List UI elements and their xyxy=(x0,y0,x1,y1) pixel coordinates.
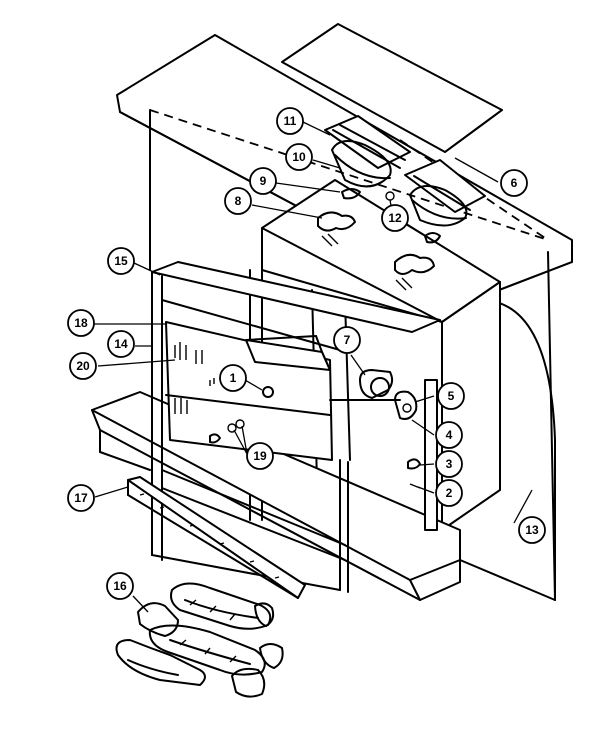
callout-1: 1 xyxy=(219,364,247,392)
callout-8: 8 xyxy=(224,187,252,215)
svg-text:19: 19 xyxy=(253,449,267,463)
callout-7: 7 xyxy=(333,326,361,354)
svg-text:2: 2 xyxy=(446,486,453,500)
svg-text:8: 8 xyxy=(235,194,242,208)
svg-text:1: 1 xyxy=(230,371,237,385)
svg-text:6: 6 xyxy=(511,176,518,190)
callout-10: 10 xyxy=(285,143,313,171)
callout-9: 9 xyxy=(249,167,277,195)
svg-text:5: 5 xyxy=(448,389,455,403)
callout-14: 14 xyxy=(107,330,135,358)
svg-text:18: 18 xyxy=(74,316,88,330)
svg-text:17: 17 xyxy=(74,491,88,505)
svg-text:3: 3 xyxy=(446,457,453,471)
callout-16: 16 xyxy=(106,572,134,600)
svg-text:10: 10 xyxy=(292,150,306,164)
callout-13: 13 xyxy=(518,516,546,544)
svg-text:9: 9 xyxy=(260,174,267,188)
log-set xyxy=(115,582,284,698)
callout-4: 4 xyxy=(435,421,463,449)
trim-strip xyxy=(127,476,306,599)
vent-fans xyxy=(324,115,486,227)
front-frame xyxy=(151,261,441,593)
svg-text:7: 7 xyxy=(344,333,351,347)
callout-17: 17 xyxy=(67,484,95,512)
callout-15: 15 xyxy=(107,247,135,275)
svg-text:16: 16 xyxy=(113,579,127,593)
leader-lines xyxy=(94,121,533,613)
svg-text:14: 14 xyxy=(114,337,128,351)
callout-19: 19 xyxy=(246,442,274,470)
svg-text:12: 12 xyxy=(388,211,402,225)
callout-5: 5 xyxy=(437,382,465,410)
callout-6: 6 xyxy=(500,169,528,197)
callout-12: 12 xyxy=(381,204,409,232)
svg-text:13: 13 xyxy=(525,523,539,537)
svg-text:4: 4 xyxy=(446,428,453,442)
svg-text:11: 11 xyxy=(284,114,297,128)
svg-text:15: 15 xyxy=(114,254,128,268)
callout-3: 3 xyxy=(435,450,463,478)
door-components xyxy=(209,386,274,444)
top-panel xyxy=(281,23,503,153)
callout-18: 18 xyxy=(67,309,95,337)
door-panel xyxy=(165,321,333,461)
svg-text:20: 20 xyxy=(76,359,90,373)
callout-2: 2 xyxy=(435,479,463,507)
callout-11: 11 xyxy=(276,107,304,135)
callout-20: 20 xyxy=(69,352,97,380)
